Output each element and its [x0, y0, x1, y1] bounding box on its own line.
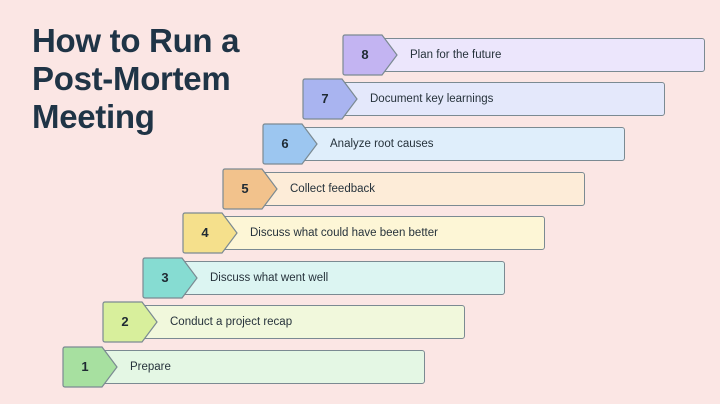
step-8: 8 Plan for the future — [342, 34, 705, 76]
title-line-3: Meeting — [32, 98, 155, 135]
step-2: 2 Conduct a project recap — [102, 301, 465, 343]
badge-chevron-shape — [262, 123, 318, 165]
step-number-badge: 2 — [102, 301, 158, 343]
step-bar — [324, 82, 665, 117]
step-label: Document key learnings — [370, 93, 494, 106]
step-3: 3 Discuss what went well — [142, 257, 505, 299]
page-title: How to Run a Post-Mortem Meeting — [32, 22, 240, 136]
step-number: 4 — [201, 225, 209, 241]
title-line-1: How to Run a — [32, 22, 240, 59]
step-number: 8 — [361, 46, 369, 62]
step-label: Analyze root causes — [330, 138, 434, 150]
step-label: Prepare — [130, 361, 171, 373]
title-line-2: Post-Mortem — [32, 60, 231, 97]
badge-chevron-shape — [142, 257, 198, 299]
badge-chevron-shape — [342, 34, 398, 76]
step-number: 1 — [81, 359, 89, 374]
step-5: 5 Collect feedback — [222, 167, 585, 210]
step-label: Discuss what could have been better — [250, 227, 438, 240]
step-label: Collect feedback — [290, 182, 376, 195]
step-number-badge: 4 — [182, 212, 238, 254]
step-number-badge: 1 — [62, 346, 118, 388]
step-bar — [84, 350, 425, 384]
step-number: 5 — [241, 180, 249, 196]
badge-chevron-shape — [182, 212, 238, 254]
step-bar — [124, 305, 465, 340]
step-number: 6 — [281, 136, 289, 151]
step-number: 3 — [161, 269, 169, 285]
step-bar — [364, 37, 705, 72]
step-7: 7 Document key learnings — [302, 78, 665, 120]
step-6: 6 Analyze root causes — [262, 123, 625, 165]
step-1: 1 Prepare — [62, 346, 425, 388]
step-number-badge: 6 — [262, 123, 318, 165]
step-number-badge: 8 — [342, 34, 398, 76]
badge-chevron-shape — [102, 301, 158, 343]
badge-chevron-shape — [222, 167, 278, 210]
step-bar — [244, 171, 585, 206]
step-number-badge: 5 — [222, 167, 278, 210]
step-label: Conduct a project recap — [170, 316, 293, 329]
step-number: 7 — [321, 91, 329, 107]
step-label: Plan for the future — [410, 48, 502, 61]
step-bar — [204, 216, 545, 251]
step-number-badge: 3 — [142, 257, 198, 299]
badge-chevron-shape — [62, 346, 118, 388]
badge-chevron-shape — [302, 78, 358, 120]
step-bar — [164, 260, 505, 295]
step-bar — [284, 127, 625, 161]
step-number: 2 — [121, 314, 129, 330]
step-4: 4 Discuss what could have been better — [182, 212, 545, 254]
step-label: Discuss what went well — [210, 271, 329, 284]
step-number-badge: 7 — [302, 78, 358, 120]
